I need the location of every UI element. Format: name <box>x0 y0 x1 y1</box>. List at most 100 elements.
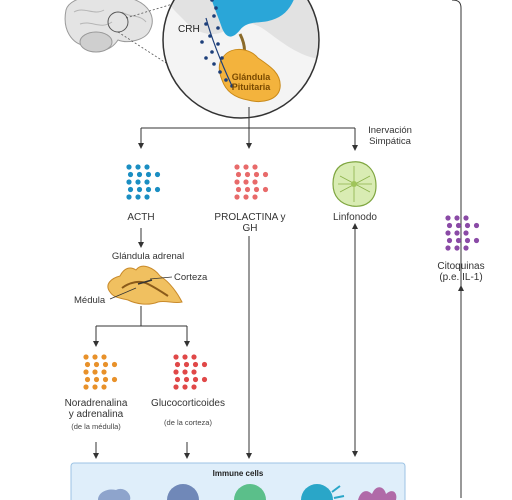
noradrenaline-label-line1: Noradrenalina <box>64 398 128 409</box>
hormone-dot <box>235 171 242 178</box>
glucocorticoids-note: (de la corteza) <box>164 418 212 427</box>
hormone-dot <box>136 186 143 193</box>
hormone-dot <box>135 194 141 200</box>
immune-cell-1 <box>98 488 131 500</box>
hormone-dot <box>473 237 480 244</box>
hormone-dot <box>183 361 190 368</box>
sympathetic-label-line2: Simpática <box>369 136 411 147</box>
hormone-dot <box>464 222 471 229</box>
crh-dots <box>200 0 234 88</box>
crh-label: CRH <box>178 24 200 35</box>
hormone-dot <box>262 171 269 178</box>
hormone-dot <box>144 194 150 200</box>
glucocorticoids-label: Glucocorticoides <box>151 398 225 409</box>
hormone-dot <box>463 215 469 221</box>
hormone-dot <box>84 376 91 383</box>
noradrenaline-dots <box>83 354 118 390</box>
hormone-dot <box>126 194 132 200</box>
crh-dot <box>214 6 218 10</box>
immune-cells <box>98 484 397 500</box>
hormone-dot <box>102 376 109 383</box>
crh-dot <box>210 50 214 54</box>
adrenal-outputs <box>93 306 190 347</box>
hormone-dot <box>243 179 249 185</box>
crh-dot <box>208 34 212 38</box>
glucocorticoid-dots <box>173 354 208 390</box>
crh-dot <box>224 78 228 82</box>
hormone-dot <box>127 171 134 178</box>
hormone-dot <box>454 230 460 236</box>
hormone-dot <box>101 369 107 375</box>
hormone-dot <box>111 361 118 368</box>
hormone-dot <box>84 361 91 368</box>
hormone-dot <box>154 186 161 193</box>
hormone-dot <box>192 361 199 368</box>
hormone-dot <box>464 237 471 244</box>
immune-cell-4 <box>301 484 333 500</box>
crh-dot <box>220 56 224 60</box>
hormone-dot <box>252 179 258 185</box>
hormone-dot <box>463 245 469 251</box>
hormone-dot <box>173 369 179 375</box>
hormone-dot <box>234 194 240 200</box>
noradrenaline-note: (de la médulla) <box>71 422 121 431</box>
pituitary-outputs <box>138 107 358 151</box>
hormone-dot <box>446 222 453 229</box>
pituitary-shape <box>218 49 281 102</box>
hormone-dot <box>127 186 134 193</box>
hormone-dot <box>244 171 251 178</box>
hormone-dot <box>183 376 190 383</box>
prolactin-dots <box>234 164 269 200</box>
crh-dot <box>204 56 208 60</box>
cytokines-label-line1: Citoquinas <box>437 261 485 272</box>
immune-cell-5 <box>358 487 397 500</box>
hormone-dot <box>101 384 107 390</box>
lymph-node-label: Linfonodo <box>333 212 377 223</box>
hormone-dot <box>182 384 188 390</box>
hormone-dot <box>145 171 152 178</box>
hormone-dot <box>173 354 179 360</box>
cortex-label: Corteza <box>174 272 208 283</box>
hormone-dot <box>182 354 188 360</box>
hormone-dot <box>191 384 197 390</box>
cytokines-label-line2: (p.e. IL-1) <box>439 272 483 283</box>
hormone-dot <box>445 230 451 236</box>
hormone-dot <box>244 186 251 193</box>
adrenal-title: Glándula adrenal <box>111 251 185 262</box>
crh-dot <box>216 42 220 46</box>
zoom-circle <box>162 0 320 119</box>
prolactin-label-line2: GH <box>242 223 258 234</box>
hormone-dot <box>454 215 460 221</box>
acth-dots <box>126 164 161 200</box>
hormone-dot <box>182 369 188 375</box>
hormone-dot <box>201 361 208 368</box>
hormone-dot <box>173 384 179 390</box>
hormone-dot <box>234 179 240 185</box>
hormone-dot <box>243 164 249 170</box>
crh-dot <box>216 26 220 30</box>
hormone-dot <box>473 222 480 229</box>
hormone-dot <box>252 164 258 170</box>
hormone-dot <box>145 186 152 193</box>
hormone-dot <box>83 384 89 390</box>
hormone-dot <box>93 361 100 368</box>
hormone-dot <box>135 179 141 185</box>
hormone-dot <box>154 171 161 178</box>
crh-dot <box>212 14 216 18</box>
hormone-dot <box>445 215 451 221</box>
crh-dot <box>212 62 216 66</box>
hormone-dot <box>83 354 89 360</box>
hormone-dot <box>174 361 181 368</box>
hormone-dot <box>93 376 100 383</box>
hormone-dot <box>135 164 141 170</box>
hormone-dot <box>253 186 260 193</box>
hormone-dot <box>235 186 242 193</box>
hormone-dot <box>455 237 462 244</box>
hormone-dot <box>455 222 462 229</box>
hormone-dot <box>126 179 132 185</box>
hormone-dot <box>101 354 107 360</box>
hormone-dot <box>253 171 260 178</box>
prolactin-label-line1: PROLACTINA y <box>214 212 286 223</box>
immune-cells-title: Immune cells <box>212 469 264 478</box>
hormone-dot <box>144 164 150 170</box>
